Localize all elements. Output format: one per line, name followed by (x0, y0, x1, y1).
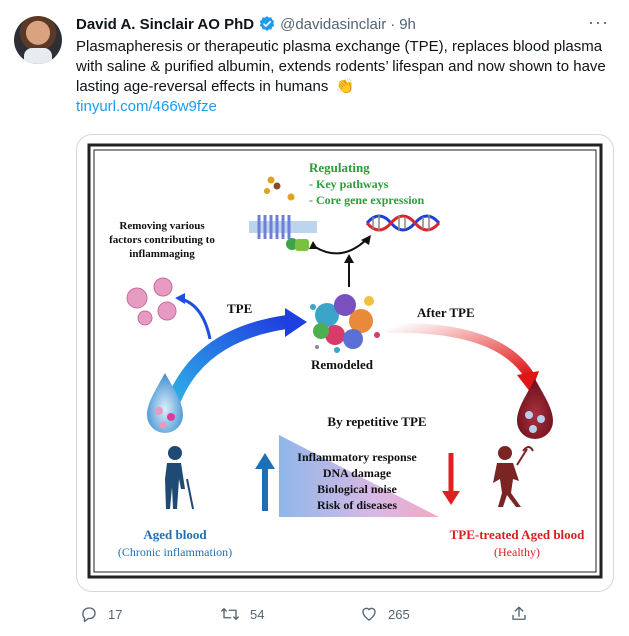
removing-line-2: factors contributing to (109, 234, 215, 246)
effect-3: Biological noise (317, 482, 397, 496)
like-count: 265 (388, 606, 410, 622)
treated-blood-title: TPE-treated Aged blood (450, 527, 586, 542)
effect-1: Inflammatory response (297, 450, 417, 464)
repetitive-label: By repetitive TPE (327, 414, 426, 429)
reply-count: 17 (108, 606, 123, 622)
removing-line-1: Removing various (119, 220, 205, 232)
effect-4: Risk of diseases (317, 498, 397, 512)
retweet-icon (221, 608, 239, 620)
effect-2: DNA damage (323, 466, 392, 480)
membrane-receptor-icon (249, 176, 317, 251)
like-button[interactable]: 265 (360, 605, 410, 623)
tweet-timestamp[interactable]: 9h (399, 15, 416, 33)
reply-icon (82, 607, 96, 623)
tweet-body: Plasmapheresis or therapeutic plasma exc… (76, 37, 612, 117)
avatar-shirt (24, 48, 52, 64)
reply-button[interactable]: 17 (80, 605, 122, 623)
aged-blood-title: Aged blood (143, 527, 207, 542)
share-button[interactable] (510, 605, 538, 623)
elderly-person-icon (165, 446, 194, 510)
tweet-media-image[interactable]: Regulating - Key pathways - Core gene ex… (76, 134, 614, 592)
verified-badge-icon (259, 16, 275, 31)
regulating-item-1: - Key pathways (309, 177, 389, 191)
removing-line-3: inflammaging (129, 248, 195, 260)
tpe-label: TPE (227, 301, 252, 316)
regulating-title: Regulating (309, 160, 370, 175)
gradient-triangle (279, 435, 439, 517)
treated-blood-subtitle: (Healthy) (494, 545, 540, 559)
author-name[interactable]: David A. Sinclair AO PhD (76, 15, 255, 33)
avatar[interactable] (14, 16, 62, 64)
after-tpe-label: After TPE (417, 305, 475, 320)
clapping-hands-emoji: 👏 (335, 78, 355, 95)
tweet-actions: 17 54 265 (76, 605, 596, 625)
remodeled-label: Remodeled (311, 357, 374, 372)
tweet-text: Plasmapheresis or therapeutic plasma exc… (76, 38, 606, 95)
dna-helix-icon (365, 214, 441, 232)
more-options-icon[interactable]: ··· (588, 12, 609, 32)
curved-arrow (314, 238, 368, 255)
author-handle[interactable]: @davidasinclair (280, 15, 387, 33)
inflammatory-cells-icon (126, 277, 177, 326)
after-tpe-arrow (386, 322, 534, 378)
aged-blood-subtitle: (Chronic inflammation) (118, 545, 232, 559)
heart-icon (362, 607, 376, 621)
share-icon (512, 606, 526, 620)
tpe-diagram: Regulating - Key pathways - Core gene ex… (87, 143, 603, 579)
remodeled-molecules-icon (310, 294, 380, 353)
retweet-count: 54 (250, 606, 265, 622)
treated-blood-drop-icon (517, 379, 553, 439)
tweet-link[interactable]: tinyurl.com/466w9fze (76, 98, 217, 115)
dancing-person-icon (493, 446, 534, 507)
tpe-arrow (165, 315, 289, 408)
separator-dot: · (390, 15, 396, 33)
retweet-button[interactable]: 54 (220, 605, 264, 623)
tweet-header: David A. Sinclair AO PhD @davidasinclair… (76, 14, 596, 34)
regulating-item-2: - Core gene expression (309, 193, 425, 207)
